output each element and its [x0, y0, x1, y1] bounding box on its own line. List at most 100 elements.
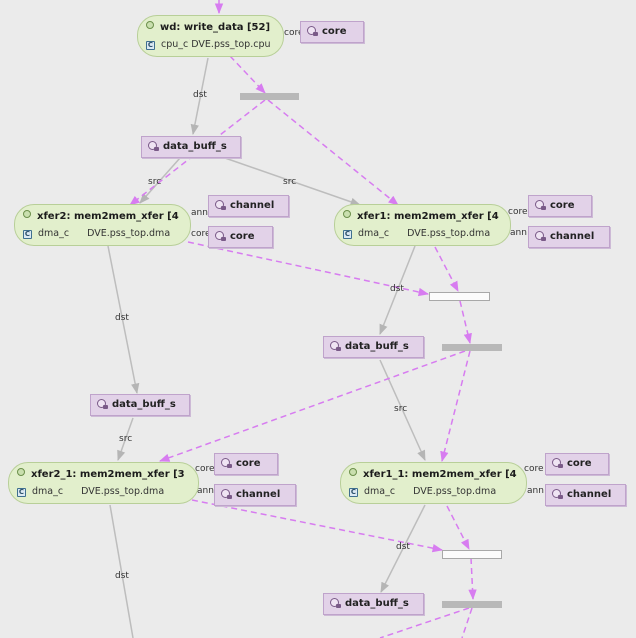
sched-xfer2-to-box1[interactable] — [187, 241, 430, 297]
resource-label: core — [567, 458, 592, 469]
edge-label-xfer2-dst: dst — [115, 313, 129, 323]
buffer-label: data_buff_s — [345, 598, 409, 609]
join-box-2[interactable] — [442, 550, 502, 559]
edge-buf1-to-xfer2[interactable] — [139, 157, 181, 204]
resource-object-core[interactable]: core — [214, 453, 278, 475]
sched-bar3-to-below-a[interactable] — [379, 607, 470, 638]
buffer-label: data_buff_s — [112, 399, 176, 410]
resource-object-icon — [215, 200, 226, 210]
resource-link-label: core — [195, 464, 215, 474]
component-context-icon: C — [17, 488, 26, 497]
sync-bar-1[interactable] — [240, 93, 299, 100]
buffer-object-icon — [330, 598, 341, 608]
edge-label-buf1-src-a: src — [148, 177, 161, 187]
action-component-path: DVE.pss_top.dma — [81, 486, 165, 497]
edge-label-wd-dst: dst — [193, 90, 207, 100]
resource-label: channel — [236, 489, 281, 500]
edge-label-buf3-src: src — [119, 434, 132, 444]
sched-bar1-to-xfer1[interactable] — [267, 99, 399, 206]
resource-link-label: core — [524, 464, 544, 474]
buffer-object-data-buff-s[interactable]: data_buff_s — [323, 336, 424, 358]
sched-box2-to-bar3[interactable] — [468, 557, 477, 601]
edge-buf3-to-xfer2-1[interactable] — [117, 417, 134, 461]
resource-object-icon — [221, 458, 232, 468]
resource-object-core[interactable]: core — [545, 453, 609, 475]
sched-bar2-to-xfer1-1[interactable] — [440, 350, 471, 463]
resource-label: channel — [230, 200, 275, 211]
buffer-label: data_buff_s — [345, 341, 409, 352]
resource-object-channel[interactable]: channel — [545, 484, 626, 506]
resource-label: core — [236, 458, 261, 469]
resource-object-icon — [221, 489, 232, 499]
edge-xfer2-to-buf3[interactable] — [107, 245, 140, 395]
action-context: dma_c — [364, 486, 396, 497]
component-context-icon: C — [349, 488, 358, 497]
resource-object-core[interactable]: core — [528, 195, 592, 217]
action-component-path: DVE.pss_top.dma — [407, 228, 491, 239]
action-context: dma_c — [32, 486, 64, 497]
sched-bar3-to-below-b[interactable] — [461, 607, 473, 638]
buffer-object-data-buff-s[interactable]: data_buff_s — [90, 394, 190, 416]
buffer-object-data-buff-s[interactable]: data_buff_s — [323, 593, 424, 615]
action-title: xfer2: mem2mem_xfer [4 — [37, 211, 179, 222]
buffer-object-icon — [97, 399, 108, 409]
component-context-icon: C — [343, 230, 352, 239]
action-status-icon — [23, 210, 31, 218]
edge-xfer2-1-to-below[interactable] — [109, 504, 134, 638]
resource-link-label: core — [284, 28, 304, 38]
join-box-1[interactable] — [429, 292, 490, 301]
resource-link-label: ann — [510, 228, 527, 238]
action-title: wd: write_data [52] — [160, 22, 271, 33]
edge-buf1-to-xfer1[interactable] — [224, 157, 361, 206]
action-status-icon — [17, 468, 25, 476]
sched-xfer2-1-to-box2[interactable] — [191, 499, 444, 553]
component-context-icon: C — [146, 41, 155, 50]
resource-object-icon — [552, 489, 563, 499]
action-title: xfer1_1: mem2mem_xfer [4 — [363, 469, 517, 480]
edge-xfer1-1-to-buf4[interactable] — [380, 504, 426, 593]
edge-label-xfer1-dst: dst — [390, 284, 404, 294]
edge-buf2-to-xfer1-1[interactable] — [379, 359, 426, 461]
resource-object-channel[interactable]: channel — [208, 195, 289, 217]
resource-label: core — [550, 200, 575, 211]
action-status-icon — [343, 210, 351, 218]
sync-bar-2[interactable] — [442, 344, 502, 351]
resource-object-icon — [535, 200, 546, 210]
sync-bar-3[interactable] — [442, 601, 502, 608]
resource-object-channel[interactable]: channel — [528, 226, 610, 248]
sched-box1-to-bar2[interactable] — [459, 300, 472, 345]
action-context: dma_c — [358, 228, 390, 239]
component-context-icon: C — [23, 230, 32, 239]
sched-bar2-to-xfer2-1[interactable] — [159, 350, 466, 462]
resource-link-label: ann — [527, 486, 544, 496]
resource-link-label: core — [191, 229, 211, 239]
edge-label-buf1-src-b: src — [283, 177, 296, 187]
resource-object-icon — [552, 458, 563, 468]
sched-xfer1-1-to-box2[interactable] — [446, 505, 470, 550]
resource-object-icon — [215, 231, 226, 241]
resource-object-channel[interactable]: channel — [214, 484, 296, 506]
resource-label: core — [230, 231, 255, 242]
resource-label: core — [322, 26, 347, 37]
edge-wd-to-buf1[interactable] — [190, 57, 209, 136]
resource-label: channel — [567, 489, 612, 500]
buffer-label: data_buff_s — [163, 141, 227, 152]
resource-object-core[interactable]: core — [300, 21, 364, 43]
action-title: xfer1: mem2mem_xfer [4 — [357, 211, 499, 222]
buffer-object-data-buff-s[interactable]: data_buff_s — [141, 136, 241, 158]
action-component-path: DVE.pss_top.dma — [413, 486, 497, 497]
sched-wd-to-bar1[interactable] — [229, 55, 266, 94]
resource-object-core[interactable]: core — [208, 226, 273, 248]
sched-xfer1-to-box1[interactable] — [434, 246, 459, 292]
edge-label-xfer1-1-dst: dst — [396, 542, 410, 552]
edge-label-xfer2-1-dst: dst — [115, 571, 129, 581]
edge-xfer1-to-buf2[interactable] — [379, 245, 416, 335]
buffer-object-icon — [330, 341, 341, 351]
